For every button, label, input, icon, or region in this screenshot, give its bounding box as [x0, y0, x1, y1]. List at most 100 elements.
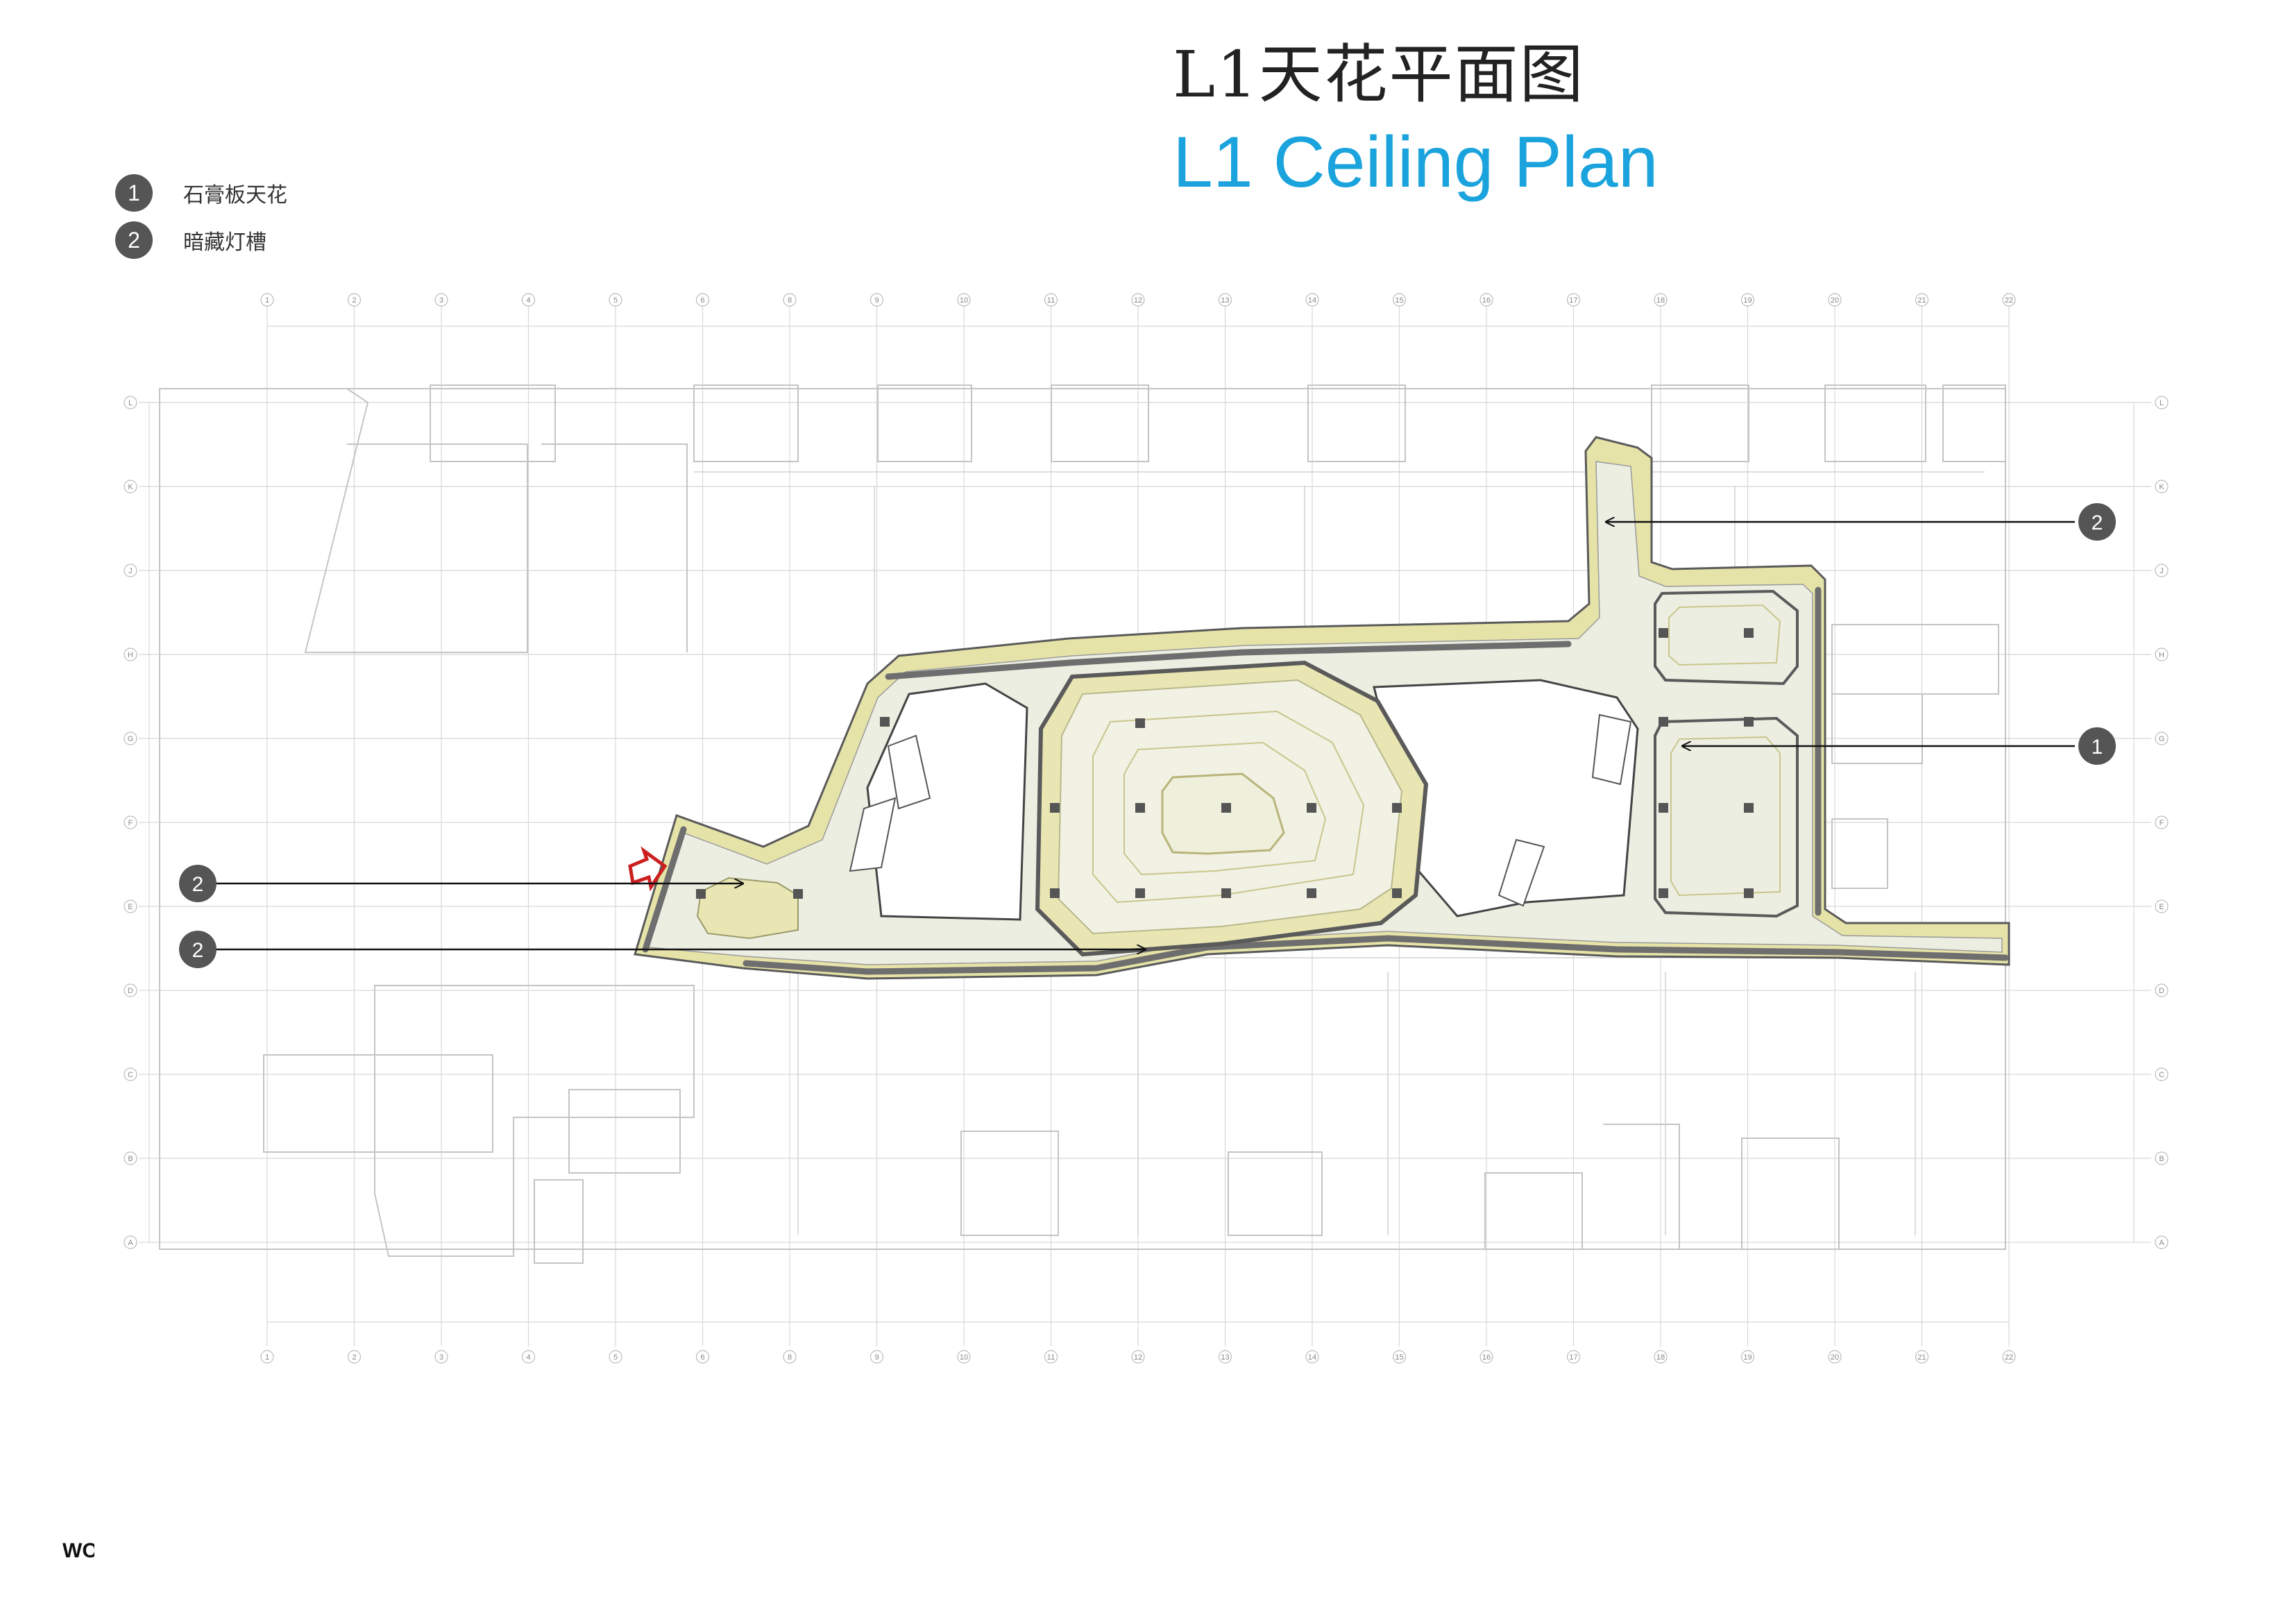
- grid-bubble-column: 18: [1654, 293, 1668, 307]
- grid-label: 8: [788, 296, 792, 305]
- grid-label: 20: [1831, 1353, 1839, 1362]
- legend-label: 石膏板天花: [183, 183, 287, 208]
- grid-bubble-column: 10: [957, 1350, 971, 1364]
- grid-label: 19: [1743, 296, 1752, 305]
- grid-label: D: [2159, 987, 2164, 995]
- grid-label: L: [2160, 399, 2164, 407]
- grid-bubble-column: 5: [609, 1350, 622, 1364]
- legend-badge: 2: [115, 221, 153, 259]
- grid-bubble-row: A: [2155, 1235, 2169, 1249]
- column-marker: [1392, 888, 1402, 898]
- grid-bubble-column: 14: [1305, 293, 1319, 307]
- grid-bubble-column: 2: [347, 293, 362, 307]
- grid-label: 2: [352, 296, 356, 305]
- grid-bubble-row: H: [2155, 648, 2169, 661]
- callout-number: 1: [2092, 736, 2103, 759]
- column-marker: [1050, 888, 1060, 898]
- grid-bubble-column: 17: [1566, 293, 1581, 307]
- grid-label: 9: [874, 1353, 879, 1362]
- grid-label: K: [128, 483, 133, 491]
- grid-label: 5: [613, 1353, 618, 1362]
- grid-bubble-row: D: [2155, 983, 2169, 997]
- grid-label: 14: [1308, 1353, 1316, 1362]
- callout-bubble: 2: [179, 865, 217, 902]
- grid-label: 15: [1395, 1353, 1403, 1362]
- legend-badge: 1: [115, 174, 153, 212]
- grid-bubble-column: 12: [1131, 293, 1145, 307]
- grid-bubble-row: B: [2155, 1151, 2169, 1165]
- grid-bubble-row: L: [124, 396, 137, 409]
- grid-bubble-column: 19: [1740, 1350, 1755, 1364]
- grid-label: 13: [1221, 296, 1229, 305]
- grid-label: 12: [1134, 1353, 1142, 1362]
- central-atrium-ceiling: [1035, 660, 1429, 957]
- legend-label: 暗藏灯槽: [183, 230, 266, 255]
- grid-label: G: [128, 735, 134, 743]
- grid-bubble-row: J: [2155, 564, 2169, 577]
- grid-label: 6: [700, 1353, 704, 1362]
- grid-bubble-column: 11: [1044, 1350, 1058, 1364]
- grid-label: F: [2160, 819, 2164, 827]
- column-marker: [1307, 888, 1316, 898]
- column-marker: [1659, 717, 1668, 727]
- grid-bubble-column: 2: [347, 1350, 362, 1364]
- grid-bubble-column: 13: [1218, 1350, 1232, 1364]
- grid-label: 12: [1134, 296, 1142, 305]
- column-marker: [696, 889, 706, 899]
- grid-label: B: [2159, 1155, 2164, 1163]
- callout-bubble: 2: [2078, 503, 2116, 541]
- grid-bubble-row: G: [124, 731, 137, 745]
- legend: 1 石膏板天花 2 暗藏灯槽: [115, 169, 287, 264]
- grid-label: G: [2159, 735, 2165, 743]
- grid-label: 11: [1047, 296, 1055, 305]
- grid-label: E: [128, 903, 133, 911]
- grid-label: K: [2159, 483, 2164, 491]
- column-marker: [1659, 888, 1668, 898]
- grid-label: C: [2159, 1071, 2164, 1079]
- callout-bubble: 2: [179, 931, 217, 968]
- grid-bubble-column: 22: [2002, 293, 2016, 307]
- grid-label: 17: [1569, 1353, 1577, 1362]
- column-marker: [1221, 803, 1231, 813]
- legend-item-cove-light: 2 暗藏灯槽: [115, 217, 287, 264]
- grid-bubble-column: 21: [1915, 293, 1929, 307]
- grid-label: 20: [1831, 296, 1839, 305]
- grid-bubble-column: 1: [260, 1350, 274, 1364]
- grid-label: J: [128, 567, 133, 575]
- grid-bubble-column: 8: [783, 1350, 797, 1364]
- grid-label: 16: [1482, 296, 1491, 305]
- grid-label: 22: [2005, 296, 2013, 305]
- grid-bubble-row: D: [124, 983, 137, 997]
- grid-bubble-column: 9: [870, 1350, 884, 1364]
- grid-bubble-column: 20: [1828, 1350, 1842, 1364]
- page-title-cn: L1天花平面图: [1173, 37, 1585, 112]
- grid-bubble-column: 1: [260, 293, 274, 307]
- grid-label: 10: [960, 1353, 968, 1362]
- column-marker: [1135, 803, 1145, 813]
- entrance-highlight-arrow-icon: [628, 846, 668, 892]
- grid-label: E: [2159, 903, 2164, 911]
- grid-label: 3: [439, 296, 443, 305]
- grid-label: 21: [1917, 296, 1926, 305]
- grid-label: 2: [352, 1353, 356, 1362]
- grid-bubble-row: L: [2155, 396, 2169, 409]
- grid-label: 21: [1917, 1353, 1926, 1362]
- grid-bubble-row: C: [2155, 1067, 2169, 1081]
- column-marker: [1392, 803, 1402, 813]
- grid-bubble-row: G: [2155, 731, 2169, 745]
- right-upper-ceiling-pod: [1654, 589, 1799, 686]
- column-marker: [1744, 888, 1754, 898]
- leader-lines: [214, 522, 2075, 949]
- callout-number: 2: [192, 873, 204, 896]
- grid-bubble-row: F: [124, 815, 137, 829]
- grid-label: 4: [526, 1353, 530, 1362]
- grid-bubble-column: 3: [434, 1350, 448, 1364]
- grid-bubble-column: 13: [1218, 293, 1232, 307]
- grid-bubble-column: 4: [521, 1350, 536, 1364]
- grid-bubble-column: 4: [521, 293, 536, 307]
- grid-bubble-column: 10: [957, 293, 971, 307]
- grid-bubble-column: 11: [1044, 293, 1058, 307]
